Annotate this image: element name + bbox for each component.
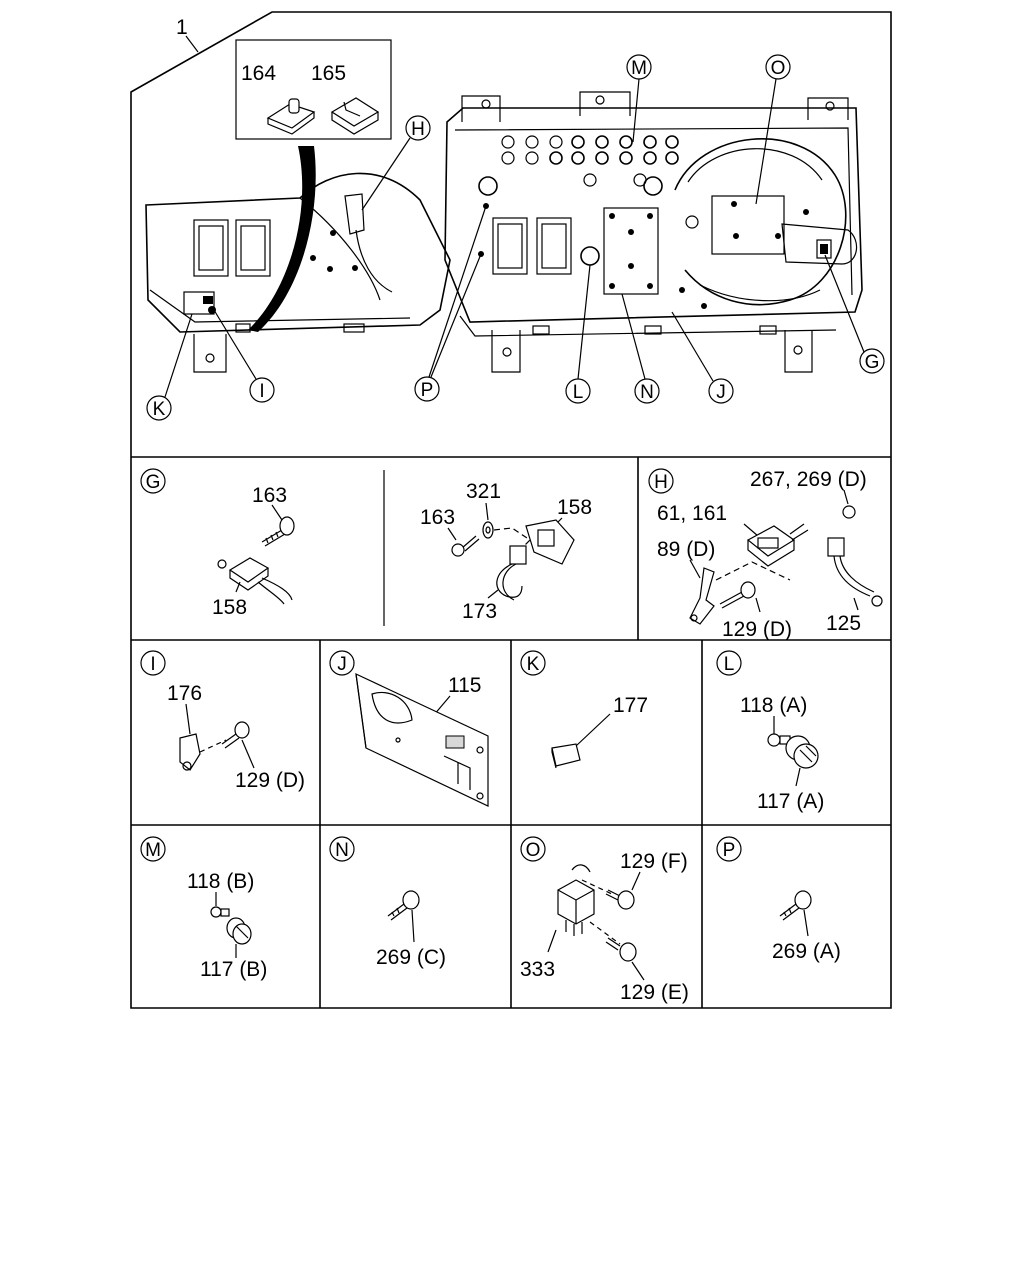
panel-N-marker: N (335, 840, 349, 861)
screw-icon (387, 890, 420, 921)
main-callout: 1 (176, 16, 188, 39)
panel-O-relay-label: 333 (520, 958, 555, 981)
panel-I-screw-label: 129 (D) (235, 769, 305, 792)
outer-frame (130, 11, 892, 1009)
panel-K-pad-label: 177 (613, 694, 648, 717)
panel-G-left-connector-label: 158 (212, 596, 247, 619)
panel-M-socket-label: 117 (B) (200, 958, 267, 981)
screw-icon (451, 535, 480, 557)
bulb-icon (210, 906, 230, 918)
marker-J: J (671, 311, 734, 404)
panel-N: N 269 (C) (329, 836, 446, 969)
marker-K-label: K (153, 399, 166, 420)
inset-part-165: 165 (311, 62, 346, 85)
plate-icon (355, 672, 489, 807)
panel-G-washer-label: 321 (466, 480, 501, 503)
panel-H-socket-label: 61, 161 (657, 502, 727, 525)
marker-L: L (565, 264, 591, 404)
panel-H-screw-bottom-label: 129 (D) (722, 618, 792, 641)
screw-icon (261, 516, 295, 547)
panel-M-bulb-label: 118 (B) (187, 870, 254, 893)
screw-icon (779, 890, 812, 921)
panel-H: H 267, 269 (D) 61, 161 89 (D) 129 (D) (648, 468, 883, 641)
panel-I-marker: I (150, 654, 155, 675)
panel-N-screw-label: 269 (C) (376, 946, 446, 969)
marker-N-label: N (640, 382, 654, 403)
panel-I-clip-label: 176 (167, 682, 202, 705)
detail-grid (131, 457, 891, 1008)
marker-G-label: G (865, 352, 880, 373)
panel-M-marker: M (145, 840, 161, 861)
marker-J-label: J (716, 382, 726, 403)
panel-I: I 176 129 (D) (140, 650, 305, 792)
panel-P-screw-label: 269 (A) (772, 940, 841, 963)
inset-164-165: 164 165 (235, 39, 392, 140)
left-housing (145, 172, 451, 373)
main-view: 1 164 165 (130, 11, 892, 1009)
panel-G-harness-label: 173 (462, 600, 497, 623)
marker-I: I (213, 309, 275, 403)
panel-L-socket-label: 117 (A) (757, 790, 824, 813)
panel-K-marker: K (527, 654, 540, 675)
screw-icon (719, 581, 756, 609)
panel-O-screw-bottom-label: 129 (E) (620, 981, 689, 1004)
marker-G: G (824, 254, 885, 374)
pad-icon (551, 743, 581, 769)
marker-K: K (146, 313, 193, 421)
socket-icon (226, 917, 252, 945)
marker-M-label: M (631, 58, 647, 79)
panel-J-marker: J (337, 654, 347, 675)
panel-G-right-screw-label: 163 (420, 506, 455, 529)
connector-icon (217, 557, 293, 605)
socket-icon (785, 735, 819, 769)
marker-M: M (626, 54, 652, 143)
panel-H-bracket-label: 89 (D) (657, 538, 715, 561)
wiring-harness (248, 146, 316, 332)
panel-M: M 118 (B) 117 (B) (140, 836, 267, 981)
panel-L: L 118 (A) 117 (A) (716, 650, 824, 813)
panel-P-marker: P (723, 840, 736, 861)
indicator-holes (501, 135, 679, 187)
marker-N: N (621, 293, 660, 404)
panel-H-harness-label: 125 (826, 612, 861, 635)
panel-P: P 269 (A) (716, 836, 841, 963)
connector-icon (496, 545, 527, 601)
marker-O: O (755, 54, 791, 205)
marker-H: H (361, 115, 431, 211)
panel-G: G 163 158 321 163 158 (140, 468, 592, 623)
panel-J-plate-label: 115 (448, 674, 481, 697)
screw-icon (605, 889, 635, 910)
module-icon (525, 519, 575, 565)
marker-L-label: L (573, 382, 584, 403)
inset-part-164: 164 (241, 62, 276, 85)
marker-I-label: I (259, 381, 264, 402)
panel-O-screw-top-label: 129 (F) (620, 850, 688, 873)
screw-icon (605, 937, 637, 962)
panel-K: K 177 (520, 650, 648, 769)
panel-J: J 115 (329, 650, 489, 807)
screw-icon (221, 721, 250, 749)
panel-O: O 129 (F) 333 129 (E) (520, 836, 689, 1004)
socket-icon (746, 523, 809, 567)
marker-P: P (414, 205, 487, 402)
panel-G-marker: G (146, 472, 161, 493)
connector-icon (827, 537, 883, 607)
bracket-icon (689, 567, 715, 625)
marker-O-label: O (771, 58, 786, 79)
right-housing (444, 91, 863, 373)
panel-G-left-screw-label: 163 (252, 484, 287, 507)
clip-icon (179, 733, 201, 771)
panel-H-marker: H (654, 472, 668, 493)
panel-O-marker: O (526, 840, 541, 861)
panel-H-screw-top-label: 267, 269 (D) (750, 468, 867, 491)
panel-G-module-label: 158 (557, 496, 592, 519)
washer-icon (482, 521, 494, 539)
main-callout-leader (185, 35, 199, 53)
relay-icon (557, 879, 595, 936)
marker-H-label: H (411, 119, 425, 140)
marker-P-label: P (421, 380, 434, 401)
panel-L-marker: L (724, 654, 735, 675)
panel-L-bulb-label: 118 (A) (740, 694, 807, 717)
